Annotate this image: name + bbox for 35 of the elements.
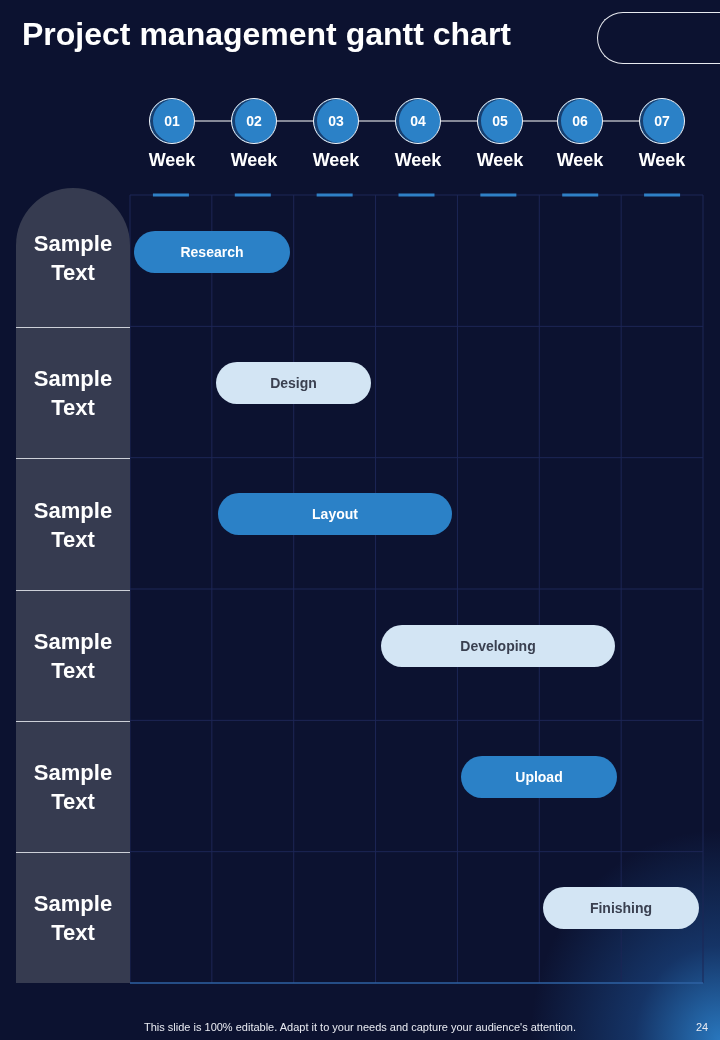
week-number-circle: 06 bbox=[557, 98, 603, 144]
connector-line bbox=[602, 120, 640, 122]
connector-line bbox=[194, 120, 232, 122]
week-label: Week bbox=[229, 149, 279, 171]
row-header: Sample Text bbox=[16, 721, 130, 852]
week-number-circle: 02 bbox=[231, 98, 277, 144]
connector-line bbox=[358, 120, 396, 122]
row-header: Sample Text bbox=[16, 327, 130, 458]
week-number-circle: 07 bbox=[639, 98, 685, 144]
week-label: Week bbox=[475, 149, 525, 171]
week-label: Week bbox=[637, 149, 687, 171]
row-header: Sample Text bbox=[16, 458, 130, 590]
row-header: Sample Text bbox=[16, 852, 130, 983]
task-bar: Upload bbox=[461, 756, 617, 798]
connector-line bbox=[276, 120, 314, 122]
week-number-circle: 01 bbox=[149, 98, 195, 144]
week-label: Week bbox=[311, 149, 361, 171]
task-bar: Finishing bbox=[543, 887, 699, 929]
task-bar: Layout bbox=[218, 493, 452, 535]
row-header: Sample Text bbox=[16, 590, 130, 721]
week-label: Week bbox=[147, 149, 197, 171]
slide-title: Project management gantt chart bbox=[22, 15, 511, 54]
week-number-circle: 04 bbox=[395, 98, 441, 144]
footer-note: This slide is 100% editable. Adapt it to your needs and capture your audience's attention. bbox=[144, 1020, 576, 1034]
week-label: Week bbox=[555, 149, 605, 171]
week-number-circle: 05 bbox=[477, 98, 523, 144]
week-label: Week bbox=[393, 149, 443, 171]
task-bar: Design bbox=[216, 362, 371, 404]
connector-line bbox=[440, 120, 478, 122]
task-bar: Research bbox=[134, 231, 290, 273]
row-header: Sample Text bbox=[16, 188, 130, 327]
connector-line bbox=[522, 120, 558, 122]
page-number: 24 bbox=[695, 1020, 709, 1034]
week-number-circle: 03 bbox=[313, 98, 359, 144]
task-bar: Developing bbox=[381, 625, 615, 667]
